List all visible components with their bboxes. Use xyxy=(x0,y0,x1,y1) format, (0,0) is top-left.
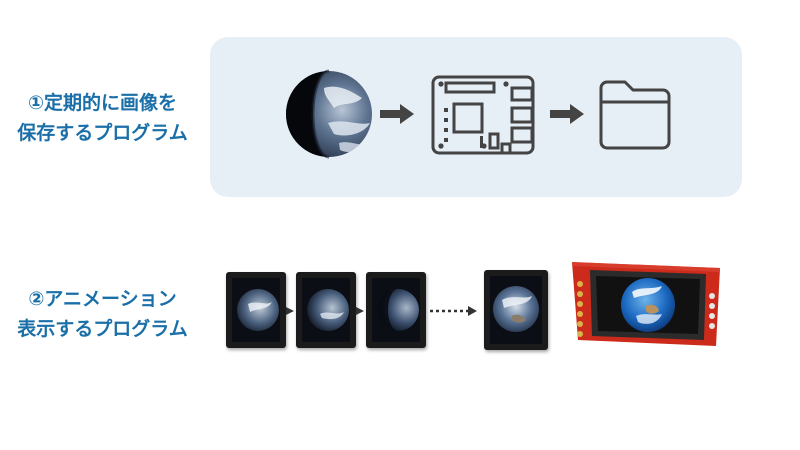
raspberry-pi-board-icon xyxy=(431,75,535,155)
image-frame-icon xyxy=(296,272,356,348)
dotted-arrow-icon xyxy=(430,306,477,316)
step1-label-line1: ①定期的に画像を xyxy=(27,92,178,114)
right-arrow-icon xyxy=(550,104,584,124)
image-frame-icon xyxy=(484,270,548,350)
step1-label: ①定期的に画像を 保存するプログラム xyxy=(0,88,205,148)
right-arrow-icon xyxy=(286,307,294,315)
image-frame-icon xyxy=(226,272,286,348)
image-frame-icon xyxy=(366,272,426,348)
lcd-display-module-icon xyxy=(572,262,720,346)
step2-label-line2: 表示するプログラム xyxy=(17,318,188,340)
earth-photo-icon xyxy=(286,69,372,159)
step2-label: ②アニメーション 表示するプログラム xyxy=(0,284,205,344)
folder-icon xyxy=(599,80,671,150)
step1-label-line2: 保存するプログラム xyxy=(17,122,188,144)
step2-label-line1: ②アニメーション xyxy=(28,288,177,310)
right-arrow-icon xyxy=(356,307,364,315)
right-arrow-icon xyxy=(380,104,414,124)
